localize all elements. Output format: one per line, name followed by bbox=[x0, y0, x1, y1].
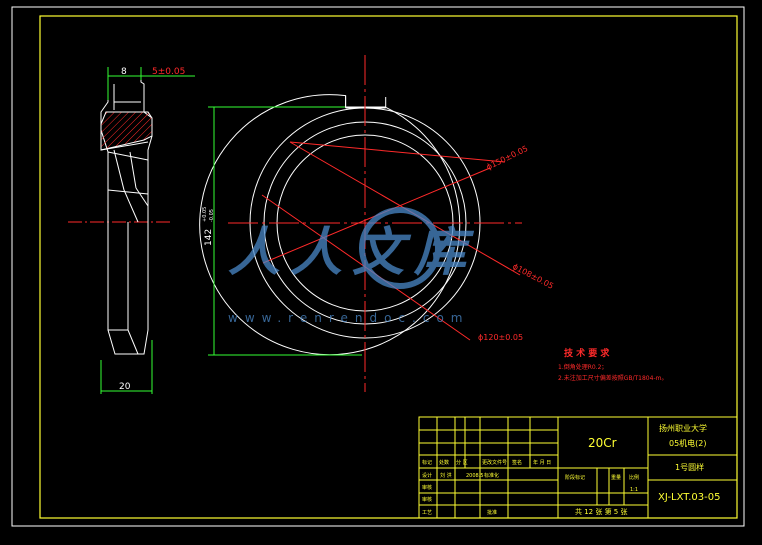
stage-label: 阶段标记 bbox=[565, 474, 585, 481]
scale-value: 1:1 bbox=[630, 487, 638, 493]
dim-height-142: 142 bbox=[204, 229, 214, 246]
weight-label: 重量 bbox=[611, 474, 621, 481]
header-label: 年 月 日 bbox=[533, 459, 551, 466]
dim-width-20: 20 bbox=[119, 382, 131, 392]
dim-width-8: 8 bbox=[121, 67, 127, 77]
row-label: 审核 bbox=[422, 496, 432, 503]
dim-tol-lower: -0.05 bbox=[209, 209, 215, 222]
row-label: 审核 bbox=[422, 484, 432, 491]
section-line bbox=[127, 329, 139, 355]
material: 20Cr bbox=[588, 436, 617, 450]
class-name: 05机电(2) bbox=[669, 438, 707, 448]
drawing-number: XJ-LXT.03-05 bbox=[658, 492, 720, 503]
header-label: 分 区 bbox=[456, 459, 468, 466]
leader-150 bbox=[289, 141, 506, 163]
section-line bbox=[129, 151, 137, 189]
approve-label: 批准 bbox=[487, 509, 497, 516]
hatched-region bbox=[100, 111, 153, 151]
section-line bbox=[107, 189, 149, 195]
section-view: 8 5±0.05 20 bbox=[68, 67, 195, 394]
dim-dia-120: ϕ120±0.05 bbox=[478, 333, 523, 342]
section-line bbox=[107, 151, 149, 161]
header-label: 处数 bbox=[439, 459, 449, 466]
inner-border bbox=[39, 15, 738, 519]
dim-dia-108: ϕ108±0.05 bbox=[511, 262, 555, 291]
tech-requirements: 技 术 要 求 1.倒角处理R0.2； 2.未注加工尺寸偏差按照GB/T1804… bbox=[558, 347, 667, 382]
dim-dia-150: ϕ150±0.05 bbox=[485, 144, 529, 172]
tech-heading: 技 术 要 求 bbox=[564, 347, 610, 359]
watermark-logo-ring bbox=[359, 207, 441, 289]
outer-border bbox=[11, 6, 745, 527]
part-name: 1号圆样 bbox=[675, 462, 704, 472]
design-date: 2008.5 bbox=[466, 473, 484, 479]
tech-item-1: 1.倒角处理R0.2； bbox=[558, 363, 607, 371]
school-name: 扬州职业大学 bbox=[659, 423, 707, 433]
row-label: 标记 bbox=[422, 459, 432, 466]
standard-label: 标准化 bbox=[484, 472, 499, 479]
section-line bbox=[135, 187, 149, 207]
outer-ring bbox=[346, 95, 380, 96]
title-block-text: 20Cr 扬州职业大学 05机电(2) 1号圆样 XJ-LXT.03-05 共 … bbox=[422, 423, 720, 516]
header-label: 签名 bbox=[512, 459, 522, 466]
watermark-text: 人人文库 bbox=[228, 223, 476, 283]
section-line bbox=[123, 189, 139, 223]
sheet-count: 共 12 张 第 5 张 bbox=[575, 507, 628, 516]
watermark-url: www.renrendoc.com bbox=[228, 311, 469, 325]
row-label: 工艺 bbox=[422, 510, 432, 516]
watermark: 人人文库 www.renrendoc.com bbox=[228, 207, 476, 325]
section-line bbox=[100, 141, 149, 151]
section-line bbox=[113, 149, 125, 191]
designer: 刘 洪 bbox=[440, 472, 452, 479]
outer-ring bbox=[199, 94, 461, 356]
tech-item-2: 2.未注加工尺寸偏差按照GB/T1804-m。 bbox=[558, 374, 667, 382]
header-label: 更改文件号 bbox=[482, 459, 507, 466]
row-label: 设计 bbox=[422, 472, 432, 479]
section-outline bbox=[100, 74, 153, 355]
dim-tol-upper: +0.05 bbox=[202, 207, 208, 222]
scale-label: 比例 bbox=[629, 474, 639, 481]
dim-depth-5: 5±0.05 bbox=[152, 67, 185, 77]
title-block bbox=[418, 416, 738, 519]
